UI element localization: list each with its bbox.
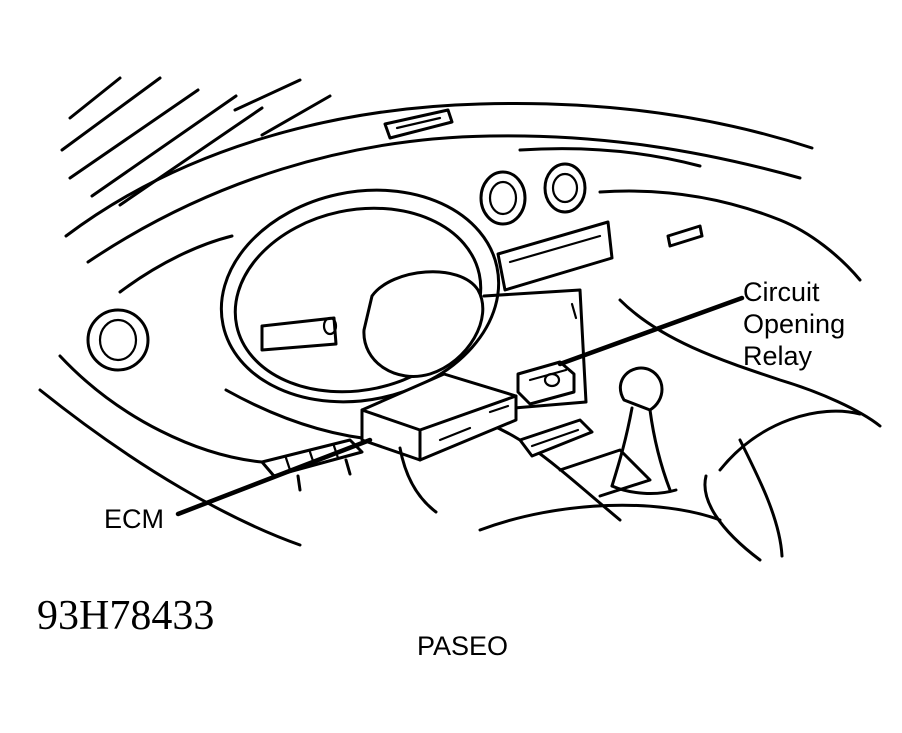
relay-label-line3: Relay	[743, 341, 813, 371]
dashboard-top	[64, 101, 862, 294]
model-caption: PASEO	[417, 631, 509, 661]
circuit-opening-relay-label: Circuit Opening Relay	[743, 276, 845, 372]
console-shifter	[518, 366, 678, 498]
left-vent	[86, 308, 150, 372]
defrost-vent	[383, 108, 454, 140]
leader-lines	[175, 295, 745, 517]
figure-code: 93H78433	[37, 593, 215, 639]
center-vents	[479, 162, 587, 226]
ecm-label: ECM	[104, 504, 164, 534]
relay-label-line2: Opening	[743, 309, 846, 339]
seat	[478, 409, 862, 562]
ecm-module	[360, 372, 518, 514]
relay-label-line1: Circuit	[743, 277, 820, 307]
windshield-hatching	[60, 76, 332, 207]
ecm-leader-line	[175, 437, 373, 517]
relay-component	[516, 360, 576, 406]
steering-wheel	[219, 188, 501, 404]
relay-leader-line	[557, 295, 745, 367]
center-stack	[482, 220, 614, 412]
right-vent	[666, 224, 704, 248]
